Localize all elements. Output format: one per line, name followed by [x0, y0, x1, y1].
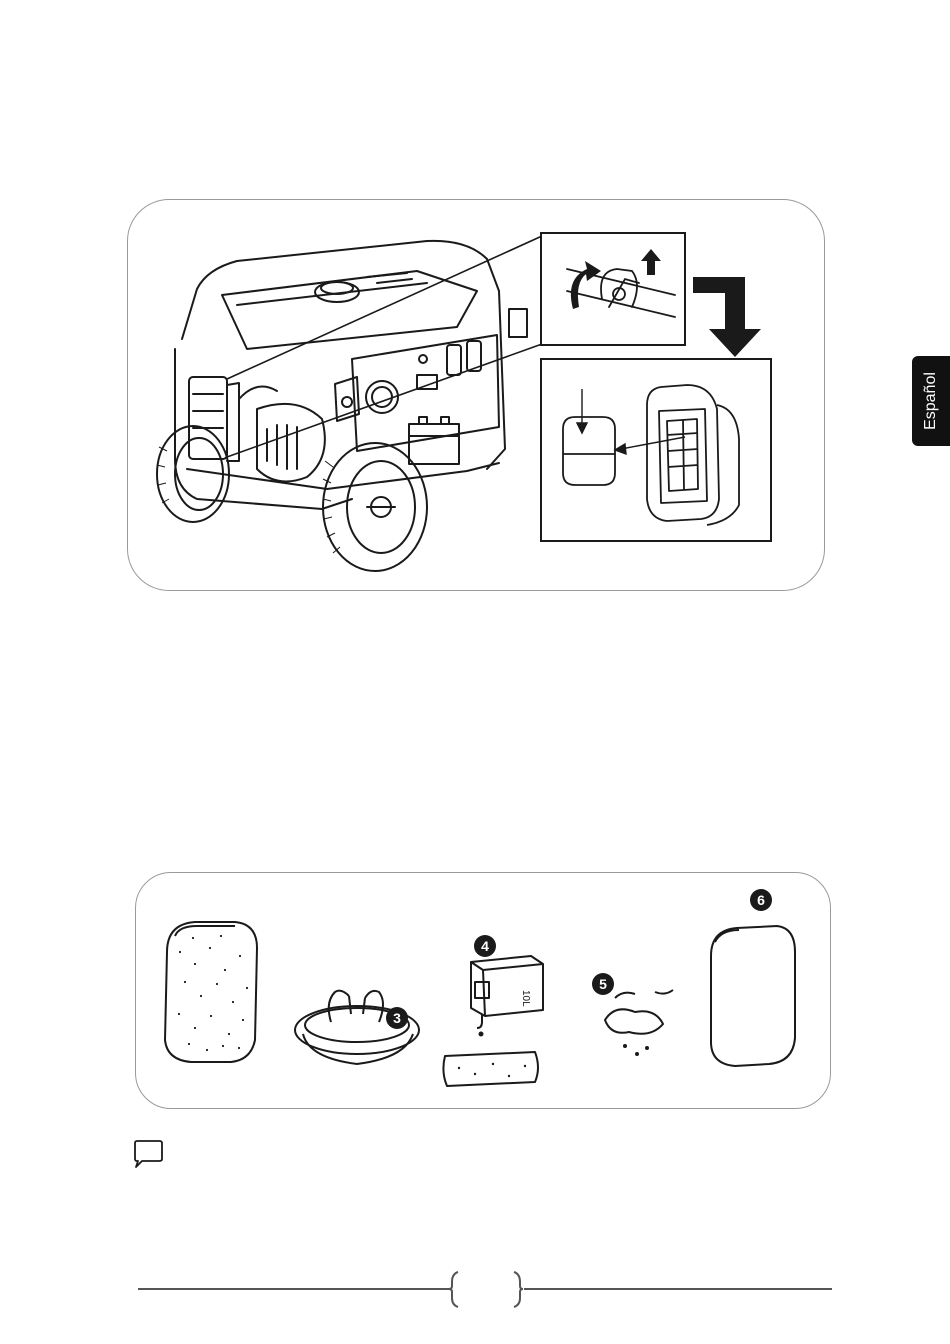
step-badge-6: 6: [750, 889, 772, 911]
step-badge-3: 3: [386, 1007, 408, 1029]
language-tab[interactable]: Español: [912, 356, 950, 446]
page-footer: [138, 1270, 834, 1310]
down-arrow-icon: [693, 277, 761, 357]
step-badge-3-label: 3: [393, 1010, 401, 1026]
step-badge-6-label: 6: [757, 892, 765, 908]
step-badge-5-label: 5: [599, 976, 607, 992]
speech-bubble-icon: [132, 1140, 164, 1168]
cleaning-steps-illustration: 10L 3 4 5 6: [135, 872, 829, 1107]
foam-filter-clean: [711, 926, 795, 1066]
oil-container-label: 10L: [520, 990, 531, 1007]
step-badge-4: 4: [474, 935, 496, 957]
generator-illustration: [127, 199, 823, 589]
foam-filter-dirty: [165, 922, 257, 1062]
step-badge-5: 5: [592, 973, 614, 995]
squeezed-filter: [605, 1009, 663, 1033]
foam-sponge: [443, 1052, 538, 1086]
language-tab-label: Español: [922, 372, 940, 430]
step-badge-4-label: 4: [481, 938, 489, 954]
